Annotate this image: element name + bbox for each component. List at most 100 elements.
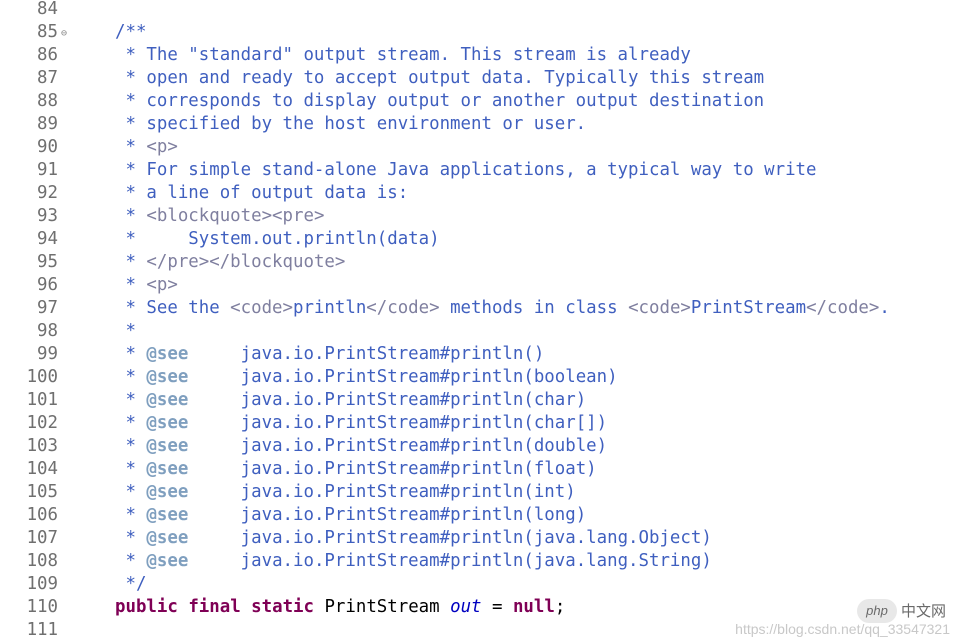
code-text: * @see java.io.PrintStream#println(int): [115, 481, 576, 504]
code-line[interactable]: 85⊖ /**: [0, 21, 958, 44]
line-number: 108: [26, 551, 58, 571]
code-token: @see: [146, 528, 189, 548]
line-number: 89: [37, 114, 58, 134]
code-line[interactable]: 88 * corresponds to display output or an…: [0, 90, 958, 113]
line-number: 109: [26, 574, 58, 594]
code-token: java.io.PrintStream#println(java.lang.St…: [188, 551, 712, 571]
code-line[interactable]: 86 * The "standard" output stream. This …: [0, 44, 958, 67]
code-token: *: [115, 482, 147, 502]
code-line[interactable]: 87 * open and ready to accept output dat…: [0, 67, 958, 90]
code-text: * a line of output data is:: [115, 182, 408, 205]
code-token: *: [115, 390, 147, 410]
code-text: *: [115, 320, 135, 343]
code-line[interactable]: 98 *: [0, 320, 958, 343]
line-number: 88: [37, 91, 58, 111]
watermark-url: https://blog.csdn.net/qq_33547321: [735, 621, 950, 637]
code-text: * The "standard" output stream. This str…: [115, 44, 690, 67]
code-token: java.io.PrintStream#println(char[]): [188, 413, 608, 433]
code-text: * @see java.io.PrintStream#println(float…: [115, 458, 596, 481]
code-text: * For simple stand-alone Java applicatio…: [115, 159, 817, 182]
code-line[interactable]: 99 * @see java.io.PrintStream#println(): [0, 343, 958, 366]
code-token: * For simple stand-alone Java applicatio…: [115, 160, 817, 180]
code-line[interactable]: 111: [0, 619, 958, 642]
code-text: * System.out.println(data): [115, 228, 439, 251]
line-number: 107: [26, 528, 58, 548]
fold-toggle-icon[interactable]: ⊖: [61, 28, 68, 39]
line-number: 101: [26, 390, 58, 410]
code-text: * <p>: [115, 274, 178, 297]
code-text: * @see java.io.PrintStream#println(char): [115, 389, 586, 412]
code-line[interactable]: 90 * <p>: [0, 136, 958, 159]
code-token: </pre></blockquote>: [146, 252, 346, 272]
code-line[interactable]: 103 * @see java.io.PrintStream#println(d…: [0, 435, 958, 458]
code-text: * @see java.io.PrintStream#println(java.…: [115, 550, 712, 573]
code-token: =: [481, 597, 513, 617]
code-token: *: [115, 436, 147, 456]
line-number: 111: [26, 620, 58, 640]
code-token: /**: [115, 22, 147, 42]
line-number: 87: [37, 68, 58, 88]
code-text: * <blockquote><pre>: [115, 205, 324, 228]
code-line[interactable]: 106 * @see java.io.PrintStream#println(l…: [0, 504, 958, 527]
line-number: 94: [37, 229, 58, 249]
code-token: PrintStream: [313, 597, 451, 617]
code-line[interactable]: 100 * @see java.io.PrintStream#println(b…: [0, 366, 958, 389]
code-line[interactable]: 92 * a line of output data is:: [0, 182, 958, 205]
code-token: @see: [146, 390, 189, 410]
code-token: @see: [146, 413, 189, 433]
code-token: *: [115, 551, 147, 571]
code-token: java.io.PrintStream#println(): [188, 344, 545, 364]
code-line[interactable]: 102 * @see java.io.PrintStream#println(c…: [0, 412, 958, 435]
code-token: println: [293, 298, 367, 318]
code-token: final: [188, 597, 241, 617]
code-line[interactable]: 89 * specified by the host environment o…: [0, 113, 958, 136]
code-line[interactable]: 109 */: [0, 573, 958, 596]
code-token: <code>: [230, 298, 293, 318]
code-token: PrintStream: [690, 298, 807, 318]
line-number: 85: [37, 22, 58, 42]
code-line[interactable]: 91 * For simple stand-alone Java applica…: [0, 159, 958, 182]
code-token: </code>: [806, 298, 880, 318]
code-text: * </pre></blockquote>: [115, 251, 345, 274]
code-line[interactable]: 104 * @see java.io.PrintStream#println(f…: [0, 458, 958, 481]
code-token: </code>: [366, 298, 440, 318]
code-token: * a line of output data is:: [115, 183, 409, 203]
code-line[interactable]: 101 * @see java.io.PrintStream#println(c…: [0, 389, 958, 412]
code-line[interactable]: 84: [0, 0, 958, 21]
code-token: *: [115, 206, 147, 226]
code-line[interactable]: 105 * @see java.io.PrintStream#println(i…: [0, 481, 958, 504]
code-token: *: [115, 528, 147, 548]
line-number: 106: [26, 505, 58, 525]
code-line[interactable]: 108 * @see java.io.PrintStream#println(j…: [0, 550, 958, 573]
code-token: null: [512, 597, 555, 617]
line-number: 103: [26, 436, 58, 456]
code-line[interactable]: 95 * </pre></blockquote>: [0, 251, 958, 274]
code-token: <p>: [146, 275, 178, 295]
line-number: 97: [37, 298, 58, 318]
code-token: out: [450, 597, 482, 617]
code-token: @see: [146, 344, 189, 364]
code-line[interactable]: 94 * System.out.println(data): [0, 228, 958, 251]
line-number: 100: [26, 367, 58, 387]
code-token: [241, 597, 251, 617]
code-line[interactable]: 107 * @see java.io.PrintStream#println(j…: [0, 527, 958, 550]
code-token: *: [115, 275, 147, 295]
php-badge: php: [857, 599, 897, 623]
code-token: */: [115, 574, 147, 594]
code-text: * @see java.io.PrintStream#println(boole…: [115, 366, 617, 389]
line-number: 102: [26, 413, 58, 433]
code-line[interactable]: 97 * See the <code>println</code> method…: [0, 297, 958, 320]
code-line[interactable]: 96 * <p>: [0, 274, 958, 297]
code-token: * open and ready to accept output data. …: [115, 68, 765, 88]
code-token: java.io.PrintStream#println(int): [188, 482, 576, 502]
code-token: public: [115, 597, 178, 617]
code-text: * @see java.io.PrintStream#println(): [115, 343, 544, 366]
code-line[interactable]: 93 * <blockquote><pre>: [0, 205, 958, 228]
code-text: * corresponds to display output or anoth…: [115, 90, 764, 113]
code-token: *: [115, 137, 147, 157]
code-token: ;: [554, 597, 566, 617]
code-text: * @see java.io.PrintStream#println(java.…: [115, 527, 711, 550]
code-text: * <p>: [115, 136, 177, 159]
